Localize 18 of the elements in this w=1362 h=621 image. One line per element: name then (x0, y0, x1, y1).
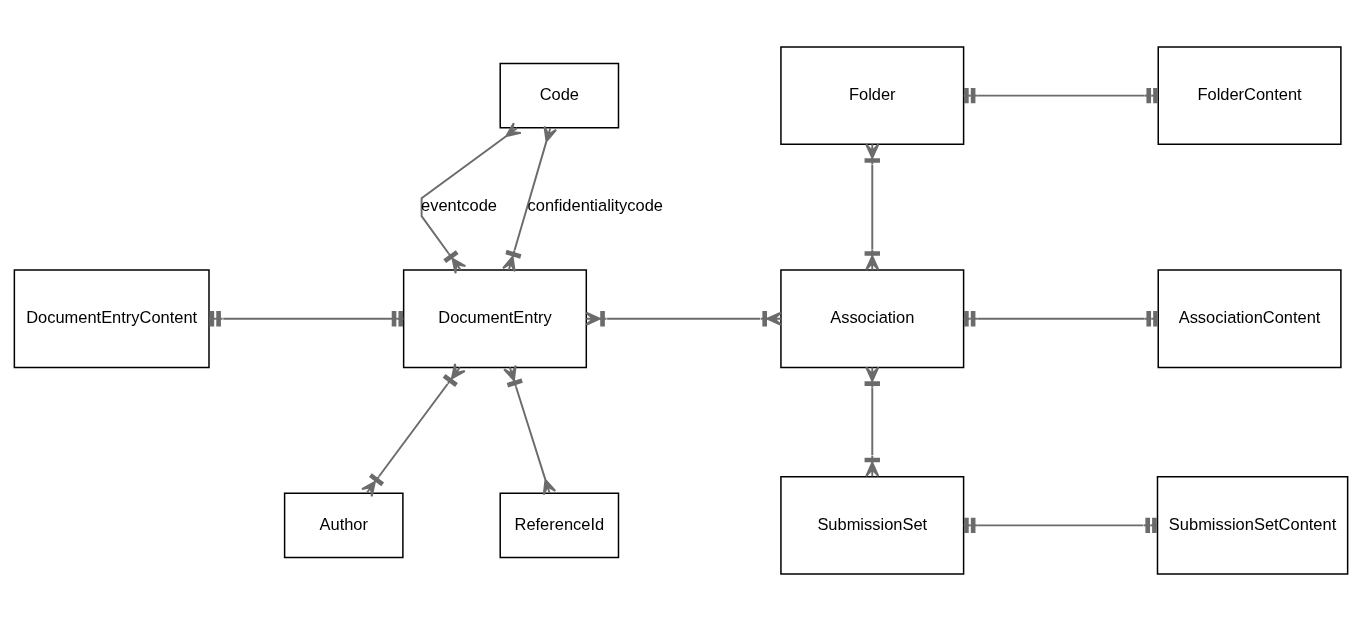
connector (502, 125, 558, 273)
node-box: Folder (780, 46, 965, 146)
node-box: Author (283, 492, 404, 559)
connector (503, 364, 557, 496)
node-box: Association (780, 269, 965, 369)
connector (361, 362, 466, 498)
edge-label: confidentialitycode (527, 196, 663, 215)
node-box: FolderContent (1157, 46, 1342, 146)
node-box: SubmissionSet (780, 475, 965, 575)
node-box: DocumentEntryContent (13, 269, 210, 369)
connector (864, 143, 880, 271)
connector (420, 122, 522, 275)
node-box: ReferenceId (499, 492, 620, 559)
node-box: SubmissionSetContent (1156, 475, 1349, 575)
connector (585, 311, 782, 327)
node-box: DocumentEntry (402, 269, 588, 369)
node-box: AssociationContent (1157, 269, 1342, 369)
node-box: Code (499, 62, 620, 129)
